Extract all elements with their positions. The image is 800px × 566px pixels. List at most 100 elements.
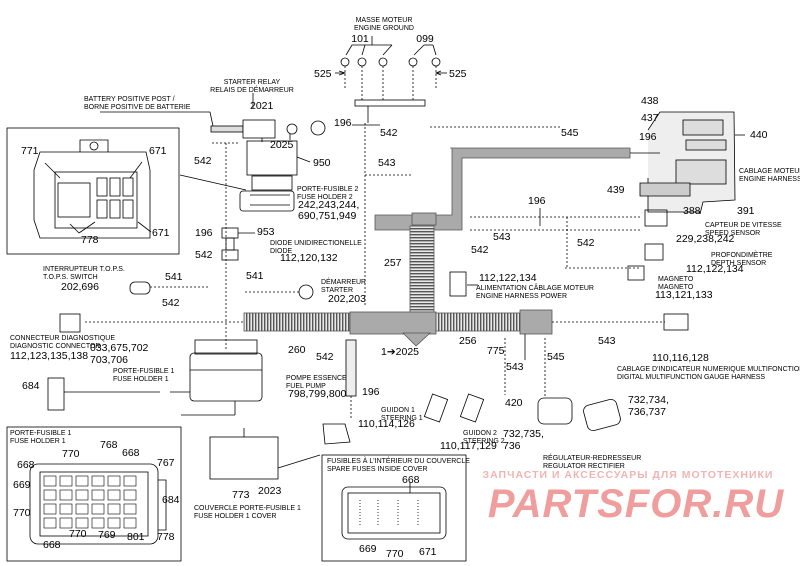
part-801: 801 bbox=[127, 531, 145, 543]
part-110-steering1: 110,114,126 bbox=[358, 418, 415, 430]
part-260: 260 bbox=[288, 344, 306, 356]
tops-switch bbox=[129, 281, 151, 295]
engine-harness-right bbox=[630, 111, 745, 215]
part-112-diode: 112,120,132 bbox=[280, 252, 338, 264]
steering-1-connector bbox=[423, 393, 449, 423]
part-542-fh2: 542 bbox=[194, 155, 212, 167]
part-770-left: 770 bbox=[13, 507, 31, 519]
part-732-right: 732,734, 736,737 bbox=[628, 394, 669, 418]
label-diode: DIODE UNIDIRECTIONELLE DIODE bbox=[270, 240, 362, 255]
magneto-connector bbox=[627, 265, 645, 281]
part-242-group: 242,243,244, 690,751,949 bbox=[298, 199, 360, 222]
part-543-mid: 543 bbox=[378, 157, 396, 169]
part-113-group: 113,121,133 bbox=[655, 289, 713, 301]
part-196-right: 196 bbox=[528, 195, 546, 207]
part-196-diode: 196 bbox=[195, 227, 213, 239]
part-671-top: 671 bbox=[149, 145, 167, 157]
engine-harness-power-connector bbox=[449, 271, 467, 297]
label-fuse-holder-1-cover: COUVERCLE PORTE-FUSIBLE 1 FUSE HOLDER 1 … bbox=[194, 505, 301, 520]
part-668-right: 668 bbox=[122, 447, 140, 459]
label-fuse-holder-1-box: PORTE-FUSIBLE 1 FUSE HOLDER 1 bbox=[10, 430, 72, 445]
part-440: 440 bbox=[750, 129, 768, 141]
part-543-right: 543 bbox=[493, 231, 511, 243]
part-112-depth: 112,122,134 bbox=[686, 263, 744, 275]
part-684-box: 684 bbox=[162, 494, 180, 506]
part-767: 767 bbox=[157, 457, 175, 469]
fuse-684 bbox=[47, 377, 65, 411]
label-spare-fuses: FUSIBLES À L'INTÉRIEUR DU COUVERCLE SPAR… bbox=[327, 458, 470, 473]
part-669-spare: 669 bbox=[359, 543, 377, 555]
part-112-diag: 112,123,135,138 bbox=[10, 350, 89, 362]
label-engine-ground: MASSE MOTEUR ENGINE GROUND bbox=[354, 17, 414, 32]
part-541-right: 541 bbox=[246, 270, 264, 282]
part-196-pump: 196 bbox=[362, 386, 380, 398]
label-gauge-harness: CABLAGE D'INDICATEUR NUMERIQUE MULTIFONC… bbox=[617, 366, 800, 381]
fuse-holder-2-drawing bbox=[33, 139, 247, 239]
label-fuel-pump: POMPE ESSENCE FUEL PUMP bbox=[286, 375, 347, 390]
part-778-box: 778 bbox=[157, 531, 175, 543]
part-438: 438 bbox=[641, 95, 659, 107]
part-196-harness: 196 bbox=[639, 131, 657, 143]
fuse-holder-2 bbox=[239, 140, 311, 212]
label-battery-post: BATTERY POSITIVE POST / BORNE POSITIVE D… bbox=[84, 96, 191, 111]
part-953: 953 bbox=[257, 226, 275, 238]
part-437: 437 bbox=[641, 112, 659, 124]
label-speed-sensor: CAPTEUR DE VITESSE SPEED SENSOR bbox=[705, 222, 782, 237]
part-388: 388 bbox=[683, 205, 701, 217]
part-798-group: 798,799,800 bbox=[288, 388, 347, 400]
starter-motor bbox=[298, 284, 314, 300]
part-2021: 2021 bbox=[250, 100, 274, 112]
part-542-diode: 542 bbox=[195, 249, 213, 261]
part-196-top: 196 bbox=[334, 117, 352, 129]
depth-sensor-connector bbox=[644, 243, 664, 261]
part-773: 773 bbox=[232, 489, 250, 501]
label-fuse-holder-1: PORTE-FUSIBLE 1 FUSE HOLDER 1 bbox=[113, 368, 175, 383]
regulator-rectifier bbox=[537, 397, 621, 432]
watermark-logo: PARTSFOR.RU bbox=[487, 482, 785, 526]
part-2025: 2025 bbox=[270, 139, 294, 151]
part-257: 257 bbox=[384, 257, 402, 269]
part-541-left: 541 bbox=[165, 271, 183, 283]
part-669: 669 bbox=[13, 479, 31, 491]
part-671-bottom: 671 bbox=[152, 227, 170, 239]
part-545-top: 545 bbox=[561, 127, 579, 139]
part-771: 771 bbox=[21, 145, 39, 157]
fuse-holder-1-drawing bbox=[29, 463, 167, 545]
label-engine-harness: CABLAGE MOTEUR ENGINE HARNESS bbox=[739, 168, 800, 183]
engine-ground-leads bbox=[335, 36, 447, 123]
part-770-spare: 770 bbox=[386, 548, 404, 560]
part-778: 778 bbox=[81, 234, 99, 246]
label-diag-connector: CONNECTEUR DIAGNOSTIQUE DIAGNOSTIC CONNE… bbox=[10, 335, 116, 350]
part-420: 420 bbox=[505, 397, 523, 409]
part-112-power: 112,122,134 bbox=[479, 272, 537, 284]
part-525-right: 525 bbox=[449, 68, 467, 80]
part-101: 101 bbox=[351, 33, 369, 45]
part-542-far: 542 bbox=[577, 237, 595, 249]
part-202-starter: 202,203 bbox=[328, 293, 366, 305]
label-regulator: RÉGULATEUR-REDRESSEUR REGULATOR RECTIFIE… bbox=[543, 455, 642, 470]
part-668-bottom: 668 bbox=[43, 539, 61, 551]
part-033-group: 033,675,702 703,706 bbox=[90, 342, 149, 366]
fuse-holder-1-cover bbox=[209, 436, 279, 480]
part-775: 775 bbox=[487, 345, 505, 357]
spare-fuses-box bbox=[321, 454, 467, 562]
part-543-lower: 543 bbox=[506, 361, 524, 373]
label-starter-relay: STARTER RELAY RELAIS DE DÉMARREUR bbox=[210, 79, 294, 94]
part-950: 950 bbox=[313, 157, 331, 169]
part-229-group: 229,238,242 bbox=[676, 233, 735, 245]
part-668-left: 668 bbox=[17, 459, 35, 471]
starter-relay bbox=[100, 93, 326, 142]
part-545-lower: 545 bbox=[547, 351, 565, 363]
part-1-2025: 1➔2025 bbox=[381, 346, 419, 358]
label-fuse-holder-2: PORTE-FUSIBLE 2 FUSE HOLDER 2 bbox=[297, 186, 359, 201]
label-harness-power: ALIMENTATION CÂBLAGE MOTEUR ENGINE HARNE… bbox=[476, 285, 594, 300]
part-256: 256 bbox=[459, 335, 477, 347]
part-671-spare: 671 bbox=[419, 546, 437, 558]
label-steering-2: GUIDON 2 STEERING 2 bbox=[463, 430, 505, 445]
part-543-gauge: 543 bbox=[598, 335, 616, 347]
diode bbox=[221, 227, 255, 261]
watermark-line-1: ЗАПЧАСТИ И АКСЕССУАРЫ ДЛЯ МОТОТЕХНИКИ bbox=[482, 469, 774, 481]
part-668-spare: 668 bbox=[402, 474, 420, 486]
label-steering-1: GUIDON 1 STEERING 1 bbox=[381, 407, 423, 422]
